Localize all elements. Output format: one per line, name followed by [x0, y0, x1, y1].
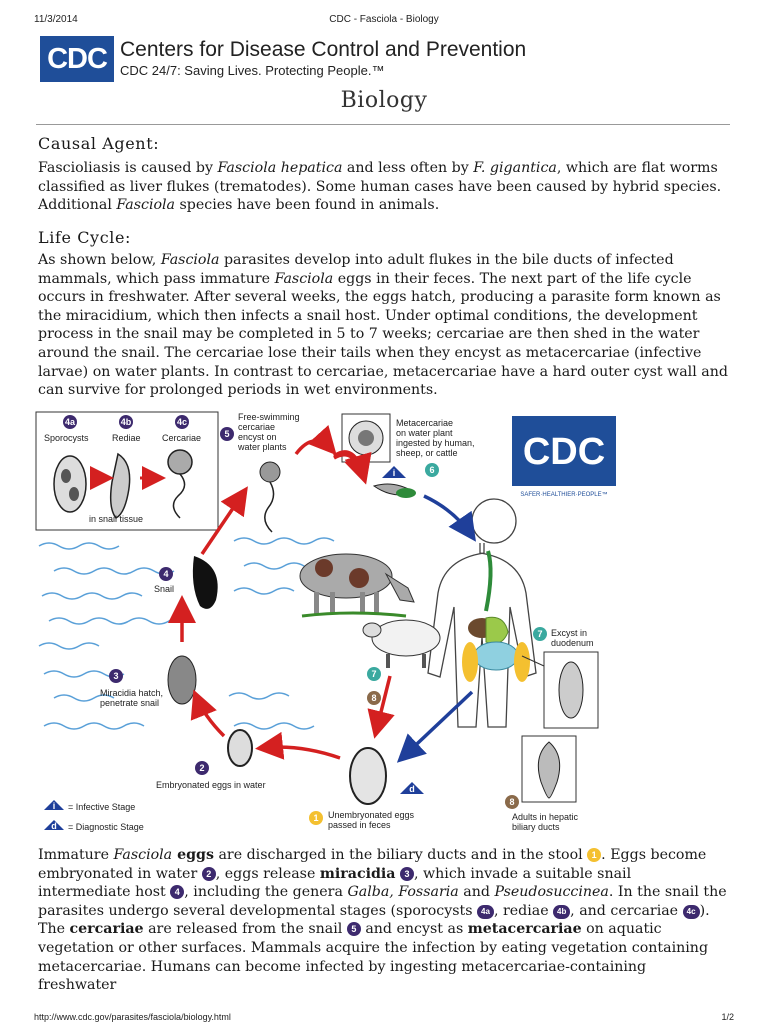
svg-text:Adults in hepatic: Adults in hepatic [512, 812, 579, 822]
page-number: 1/2 [721, 1012, 734, 1022]
cow-illustration [299, 553, 415, 618]
svg-text:Snail: Snail [154, 584, 174, 594]
snail-tissue-box: 4a 4b 4c Sporocysts Rediae Cercariae in … [35, 411, 219, 531]
stage-2-embryonated-eggs: 2 Embryonated eggs in water [156, 729, 266, 790]
svg-text:on water plant: on water plant [396, 428, 453, 438]
cdc-banner[interactable]: CDC Centers for Disease Control and Prev… [40, 36, 730, 82]
svg-text:sheep, or cattle: sheep, or cattle [396, 448, 458, 458]
svg-text:Sporocysts: Sporocysts [44, 433, 89, 443]
org-name: Centers for Disease Control and Preventi… [120, 38, 527, 61]
svg-text:8: 8 [509, 797, 514, 807]
svg-text:i: i [393, 468, 396, 478]
life-cycle-diagram: 4a 4b 4c Sporocysts Rediae Cercariae in … [34, 406, 734, 842]
page-url-link[interactable]: http://www.cdc.gov/parasites/fasciola/bi… [34, 1012, 231, 1022]
svg-text:4b: 4b [121, 417, 132, 427]
svg-text:Metacercariae: Metacercariae [396, 418, 453, 428]
svg-text:= Diagnostic Stage: = Diagnostic Stage [68, 822, 144, 832]
svg-text:6: 6 [429, 465, 434, 475]
stage-3-badge: 3 [400, 866, 414, 881]
stage-3-miracidia: 3 Miracidia hatch, penetrate snail [100, 655, 197, 708]
life-cycle-paragraph: As shown below, Fasciola parasites devel… [38, 252, 728, 399]
cdc-logo-figure: CDC SAFER·HEALTHIER·PEOPLE™ [512, 416, 616, 498]
svg-text:2: 2 [199, 763, 204, 773]
svg-text:cercariae: cercariae [238, 422, 275, 432]
stage-5-badge: 5 [346, 922, 361, 937]
stage-8-adult-flukes: 8 Adults in hepatic biliary ducts [505, 735, 579, 832]
print-date: 11/3/2014 [34, 14, 78, 25]
stage-6-metacercariae: Metacercariae on water plant ingested by… [341, 413, 475, 498]
stage-4-badge: 4 [170, 885, 185, 900]
stage-4a-badge: 4a [476, 904, 494, 919]
svg-text:1: 1 [313, 813, 318, 823]
stage-5-cercariae: 5 Free-swimming cercariae encyst on wate… [220, 412, 300, 533]
svg-text:Miracidia hatch,: Miracidia hatch, [100, 688, 163, 698]
svg-text:i: i [53, 801, 56, 811]
svg-text:5: 5 [224, 429, 229, 439]
stage-7-excyst: 7 Excyst in duodenum [521, 627, 599, 729]
svg-text:encyst on: encyst on [238, 432, 277, 442]
svg-text:water plants: water plants [237, 442, 287, 452]
svg-text:d: d [409, 784, 415, 794]
stage-4b-badge: 4b [553, 904, 571, 919]
svg-text:Rediae: Rediae [112, 433, 141, 443]
human-silhouette [427, 498, 537, 728]
svg-text:Embryonated eggs in water: Embryonated eggs in water [156, 780, 266, 790]
svg-text:4a: 4a [65, 417, 76, 427]
svg-text:= Infective Stage: = Infective Stage [68, 802, 135, 812]
svg-text:7: 7 [371, 669, 376, 679]
life-cycle-detail-paragraph: Immature Fasciola eggs are discharged in… [38, 847, 727, 994]
cdc-logo[interactable]: CDC [40, 36, 114, 82]
svg-text:7: 7 [537, 629, 542, 639]
title-divider [36, 124, 730, 125]
svg-text:8: 8 [371, 693, 376, 703]
org-tagline: CDC 24/7: Saving Lives. Protecting Peopl… [120, 63, 385, 78]
svg-text:ingested by human,: ingested by human, [396, 438, 475, 448]
svg-text:Free-swimming: Free-swimming [238, 412, 300, 422]
page-title: Biology [340, 88, 428, 113]
water-waves [38, 520, 335, 730]
svg-text:CDC: CDC [523, 431, 605, 473]
svg-text:penetrate snail: penetrate snail [100, 698, 159, 708]
stage-4c-badge: 4c [682, 904, 700, 919]
stage-1-badge: 1 [587, 848, 602, 862]
stage-2-badge: 2 [201, 866, 216, 881]
svg-text:4c: 4c [177, 417, 187, 427]
svg-text:in snail tissue: in snail tissue [89, 514, 143, 524]
sheep-illustration [362, 619, 441, 668]
cycle-arrows [168, 425, 476, 763]
svg-text:duodenum: duodenum [551, 638, 594, 648]
human-gut [462, 550, 530, 682]
svg-text:Excyst in: Excyst in [551, 628, 587, 638]
svg-text:Unembryonated eggs: Unembryonated eggs [328, 810, 415, 820]
stage-4-snail: 4 Snail [154, 556, 218, 609]
svg-text:d: d [51, 821, 57, 831]
svg-text:SAFER·HEALTHIER·PEOPLE™: SAFER·HEALTHIER·PEOPLE™ [520, 491, 607, 498]
svg-text:biliary ducts: biliary ducts [512, 822, 560, 832]
causal-agent-paragraph: Fascioliasis is caused by Fasciola hepat… [38, 160, 722, 214]
stage-1-unembryonated-eggs: d 1 Unembryonated eggs passed in feces [309, 747, 424, 830]
print-title: CDC - Fasciola - Biology [329, 14, 439, 25]
svg-text:passed in feces: passed in feces [328, 820, 391, 830]
causal-agent-heading: Causal Agent: [38, 134, 160, 153]
svg-text:4: 4 [163, 569, 168, 579]
svg-text:Cercariae: Cercariae [162, 433, 201, 443]
svg-text:3: 3 [113, 671, 118, 681]
diagram-legend: i = Infective Stage d = Diagnostic Stage [44, 800, 144, 832]
life-cycle-heading: Life Cycle: [38, 228, 132, 247]
